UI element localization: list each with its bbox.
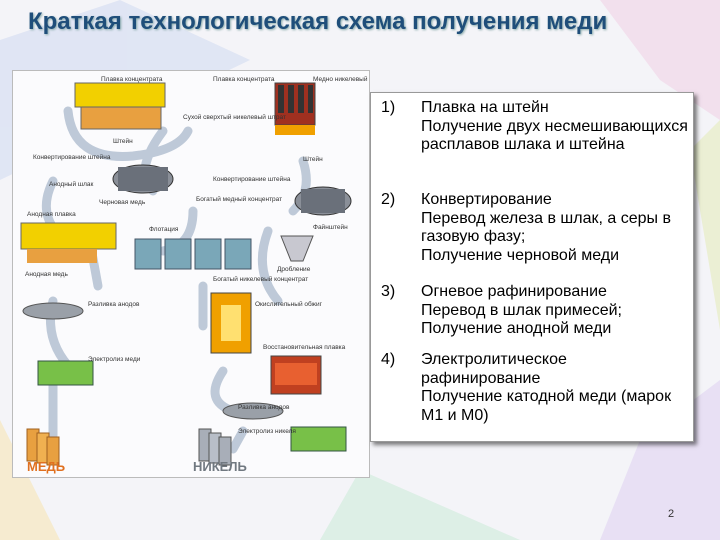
label-anodnaya-plavka: Анодная плавка xyxy=(27,211,76,218)
reduction-furnace xyxy=(270,355,322,395)
steps-panel: 1) Плавка на штейн Получение двух несмеш… xyxy=(370,92,694,442)
label-okislitelny: Окислительный обжиг xyxy=(255,300,323,308)
label-shtein-2: Штейн xyxy=(303,155,323,163)
label-elektroliz-1: Электролиз меди xyxy=(88,356,141,363)
label-chernovaya: Черновая медь xyxy=(99,199,146,206)
anode-furnace xyxy=(20,222,117,263)
converter-copper xyxy=(112,164,174,194)
anode-casting xyxy=(22,302,284,420)
label-nikel: НИКЕЛЬ xyxy=(193,459,247,474)
label-razlivka-2: Разливка анодов xyxy=(238,404,290,411)
process-diagram: Плавка концентрата Плавка концентрата Ме… xyxy=(12,70,370,478)
label-plavka-konc-1: Плавка концентрата xyxy=(101,76,163,83)
copper-cathodes xyxy=(26,428,60,466)
label-anodnaya-med: Анодная медь xyxy=(25,271,68,278)
label-konvert-2: Конвертирование штейна xyxy=(213,175,291,183)
step-detail: Перевод в шлак примесей; xyxy=(421,301,622,319)
label-med: МЕДЬ xyxy=(27,459,65,474)
label-plavka-konc-2: Плавка концентрата xyxy=(213,76,275,83)
step-text: Конвертирование Перевод железа в шлак, а… xyxy=(421,191,689,265)
step-detail: Получение черновой меди xyxy=(421,246,620,264)
electrolysis-baths xyxy=(37,360,347,452)
step-detail: Получение анодной меди xyxy=(421,320,612,337)
step-number: 1) xyxy=(381,99,396,116)
label-droblenie: Дробление xyxy=(277,265,311,273)
label-bogaty: Богатый медный концентрат xyxy=(196,195,282,203)
page-number: 2 xyxy=(668,508,675,520)
step-text: Электролитическое рафинирование Получени… xyxy=(421,351,689,425)
label-anodny-shlak: Анодный шлак xyxy=(49,180,94,188)
step-title: Огневое рафинирование xyxy=(421,283,607,300)
step-number: 3) xyxy=(381,283,396,300)
step-detail: Получение двух несмешивающихся расплавов… xyxy=(421,117,688,154)
label-razlivka-1: Разливка анодов xyxy=(88,301,140,308)
step-number: 4) xyxy=(381,351,396,368)
label-konvert-1: Конвертирование штейна xyxy=(33,153,111,161)
label-medno-nikel: Медно никелевый концентрат xyxy=(313,75,369,83)
label-sukhoi: Сухой сверхтый никелевый штрат xyxy=(183,113,286,121)
label-flotaciya: Флотация xyxy=(149,226,179,233)
step-detail: Перевод железа в шлак, а серы в газовую … xyxy=(421,209,671,246)
label-bogaty-nikel: Богатый никелевый концентрат xyxy=(213,275,308,283)
label-elektroliz-2: Электролиз никеля xyxy=(238,428,296,435)
step-detail: Получение катодной меди (марок М1 и М0) xyxy=(421,388,672,424)
step-text: Огневое рафинирование Перевод в шлак при… xyxy=(421,283,689,339)
furnace-copper xyxy=(74,82,166,130)
converter-nickel xyxy=(294,186,352,216)
step-number: 2) xyxy=(381,191,396,208)
label-vosstanov: Восстановительная плавка xyxy=(263,344,346,351)
crusher xyxy=(280,235,314,262)
nickel-cathodes xyxy=(198,428,232,466)
page-title: Краткая технологическая схема получения … xyxy=(28,8,608,35)
furnace-nickel xyxy=(274,82,316,135)
step-title: Электролитическое рафинирование xyxy=(421,351,567,387)
step-title: Конвертирование xyxy=(421,191,552,208)
step-title: Плавка на штейн xyxy=(421,99,549,116)
step-text: Плавка на штейн Получение двух несмешива… xyxy=(421,99,689,155)
label-shtein-1: Штейн xyxy=(113,137,133,145)
roasting-furnace xyxy=(210,292,252,354)
flotation-cells xyxy=(134,238,252,270)
label-finshtein: Файнштейн xyxy=(313,223,348,231)
